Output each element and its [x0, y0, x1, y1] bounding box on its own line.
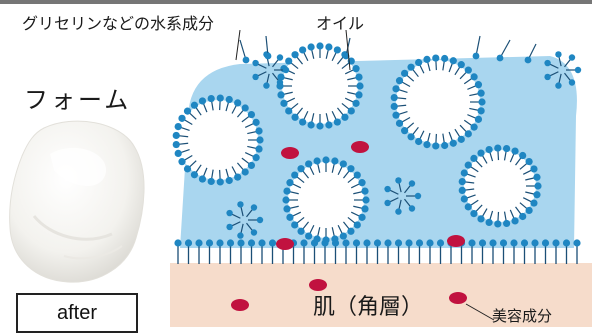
skin-label: 肌（角層）	[313, 295, 424, 320]
beauty-ingredient-label: 美容成分	[492, 307, 553, 325]
header-bar	[0, 0, 592, 4]
beauty-ingredient-dot	[231, 299, 249, 311]
foam-image	[9, 120, 145, 283]
emulsion-diagram	[170, 30, 592, 327]
after-label-box: after	[16, 293, 138, 333]
water-component-label: グリセリンなどの水系成分	[22, 14, 215, 33]
beauty-ingredient-dot	[449, 292, 467, 304]
beauty-ingredient-dot	[281, 147, 299, 159]
water-leader-line	[235, 30, 241, 61]
oil-label: オイル	[316, 14, 365, 33]
foam-label: フォーム	[24, 86, 132, 114]
oil-leader-line	[345, 30, 351, 71]
beauty-ingredient-dot	[351, 141, 369, 153]
beauty-ingredient-dot	[276, 238, 294, 250]
skin-layer	[170, 263, 592, 327]
beauty-ingredient-dot	[309, 279, 327, 291]
beauty-ingredient-dot	[447, 235, 465, 247]
beauty-leader-line	[465, 303, 495, 321]
